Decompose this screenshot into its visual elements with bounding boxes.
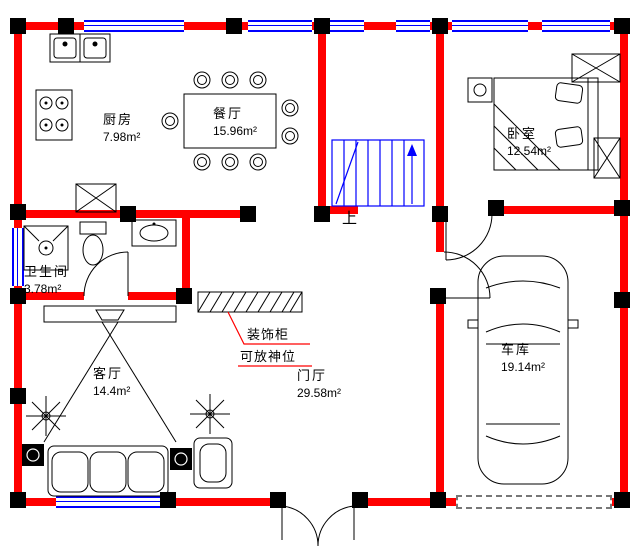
room-area: 3.78m² — [24, 281, 62, 296]
dresser — [593, 137, 621, 179]
column — [240, 206, 256, 222]
room-area: 7.98m² — [103, 129, 141, 144]
cabinet-note-line2: 可放神位 — [240, 349, 297, 364]
entrance-door-arc-left — [281, 505, 319, 547]
room-area: 14.4m² — [93, 383, 131, 398]
bedroom-door-opening — [446, 204, 494, 216]
room-name: 客厅 — [93, 366, 124, 381]
window-kitchen — [84, 20, 184, 32]
room-name: 餐厅 — [213, 106, 244, 121]
bathroom-door-arc — [83, 251, 129, 297]
dining-table-and-chairs — [161, 71, 299, 171]
wall-bottom-mid — [354, 498, 458, 506]
room-label-living: 客厅 14.4m² — [93, 365, 130, 399]
room-name: 车库 — [501, 342, 532, 357]
plant — [190, 394, 230, 434]
window-stair-b — [396, 20, 430, 32]
window-bedroom-a — [452, 20, 528, 32]
entrance-door-arc-right — [317, 505, 355, 547]
wall-bathroom-bottom-b — [128, 292, 190, 300]
column — [614, 200, 630, 216]
garage-side-door-arc — [443, 251, 491, 299]
toilet — [79, 221, 107, 266]
column — [10, 492, 26, 508]
wall-stair-bottom — [318, 206, 358, 214]
column — [314, 206, 330, 222]
room-area: 19.14m² — [501, 359, 546, 374]
up-arrow-icon — [407, 144, 417, 156]
column — [488, 200, 504, 216]
room-name: 卫生间 — [24, 264, 70, 279]
wall-garage-left-upper — [436, 214, 444, 252]
room-label-kitchen: 厨房 7.98m² — [103, 111, 140, 145]
bathroom-sink — [131, 219, 177, 247]
column — [430, 492, 446, 508]
window-living — [56, 496, 160, 508]
wall-bedroom-garage — [494, 206, 620, 214]
entrance-opening — [282, 496, 354, 508]
column — [614, 492, 630, 508]
room-label-foyer: 门厅 29.58m² — [297, 367, 341, 401]
wall-bathroom-bottom-a — [14, 292, 84, 300]
column — [352, 492, 368, 508]
room-name: 门厅 — [297, 368, 328, 383]
column — [270, 492, 286, 508]
wall-right — [620, 22, 628, 506]
wardrobe — [571, 53, 621, 83]
fridge — [75, 183, 117, 213]
stairs — [331, 139, 425, 207]
stove — [35, 89, 73, 141]
column — [314, 18, 330, 34]
column — [58, 18, 74, 34]
room-label-dining: 餐厅 15.96m² — [213, 105, 257, 139]
cabinet-note-line1: 装饰柜 — [247, 327, 290, 342]
room-label-bedroom: 卧室 12.54m² — [507, 125, 551, 159]
column — [432, 206, 448, 222]
stairs-up-label: 上 — [342, 210, 358, 227]
wall-bathroom-right — [182, 214, 190, 300]
window-bedroom-b — [542, 20, 610, 32]
room-area: 12.54m² — [507, 143, 552, 158]
room-area: 29.58m² — [297, 385, 342, 400]
cabinet-leader-line — [227, 311, 312, 367]
column — [226, 18, 242, 34]
room-label-bathroom: 卫生间 3.78m² — [24, 263, 69, 297]
sofa-set — [22, 437, 233, 497]
garage-roller-door — [456, 495, 612, 509]
window-stair-a — [330, 20, 364, 32]
room-label-garage: 车库 19.14m² — [501, 341, 545, 375]
column — [10, 388, 26, 404]
column — [10, 18, 26, 34]
column — [614, 18, 630, 34]
column — [430, 288, 446, 304]
column — [10, 204, 26, 220]
room-name: 卧室 — [507, 126, 538, 141]
bedroom-door-arc — [445, 213, 493, 261]
wall-stair-left — [318, 30, 326, 214]
tv-cabinet — [43, 305, 177, 443]
room-area: 15.96m² — [213, 123, 258, 138]
nightstand — [467, 77, 493, 103]
column — [432, 18, 448, 34]
shower — [23, 225, 69, 271]
column — [120, 206, 136, 222]
wall-stair-right — [436, 30, 444, 214]
kitchen-sink — [49, 33, 111, 63]
column — [176, 288, 192, 304]
wall-garage-left-lower — [436, 298, 444, 498]
column — [10, 288, 26, 304]
column — [614, 292, 630, 308]
window-dining — [248, 20, 312, 32]
doors — [83, 213, 493, 547]
garage-side-door-opening — [434, 252, 446, 298]
decorative-cabinet — [197, 291, 303, 313]
bed — [493, 77, 599, 171]
plant — [26, 396, 66, 436]
car — [467, 255, 579, 485]
room-name: 厨房 — [103, 112, 134, 127]
window-bathroom — [12, 228, 24, 286]
